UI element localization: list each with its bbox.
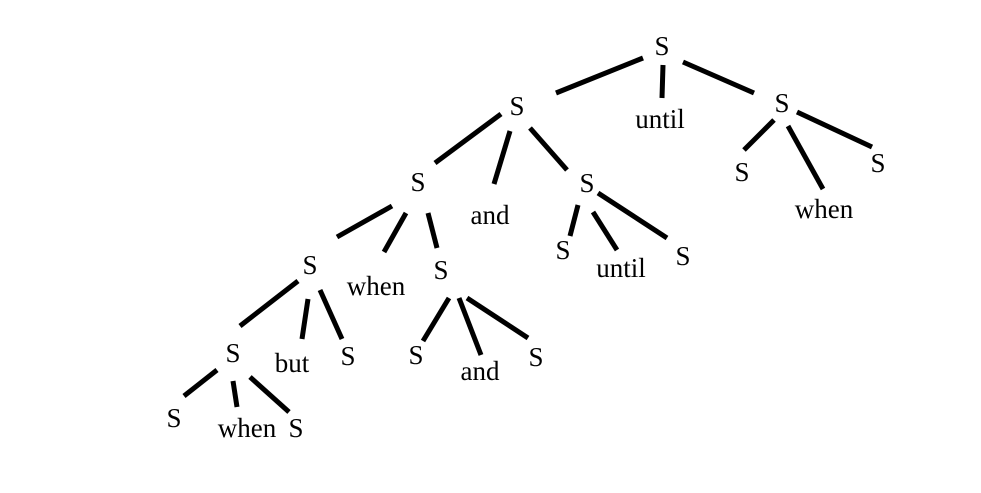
node-l4-left: S — [166, 403, 181, 433]
node-m3: S — [433, 255, 448, 285]
node-r1: S — [774, 88, 789, 118]
node-l4-right: S — [288, 413, 303, 443]
node-r1-left: S — [734, 157, 749, 187]
edge-root-until — [659, 64, 666, 99]
conj-r1: when — [795, 194, 854, 224]
edge-root-r1 — [681, 59, 756, 96]
edge-m3-right — [465, 295, 530, 341]
node-l3: S — [302, 250, 317, 280]
conj-l3: but — [275, 348, 310, 378]
edge-l1-and — [491, 130, 513, 185]
node-r1-right: S — [870, 148, 885, 178]
edge-l3-l4 — [238, 279, 300, 328]
node-m2: S — [579, 168, 594, 198]
node-l3-right: S — [340, 341, 355, 371]
edge-l1-m2 — [528, 126, 569, 172]
edge-l3-right — [317, 288, 345, 341]
edge-l4-right — [248, 375, 291, 414]
edge-m2-right — [596, 190, 669, 241]
conj-l1: and — [471, 200, 510, 230]
tree-labels: S until S S S when S and S S S until S w… — [166, 31, 885, 443]
conj-m2: until — [596, 253, 646, 283]
node-m3-left: S — [408, 340, 423, 370]
edge-l1-l2 — [433, 111, 503, 166]
edge-l2-when — [381, 211, 409, 254]
node-m3-right: S — [528, 342, 543, 372]
edge-r1-left — [742, 118, 776, 152]
node-root: S — [654, 31, 669, 61]
conj-m3: and — [461, 356, 500, 386]
conj-root: until — [635, 104, 685, 134]
node-l2: S — [410, 167, 425, 197]
edge-l3-but — [299, 298, 311, 340]
node-l4: S — [225, 338, 240, 368]
node-m2-left: S — [555, 235, 570, 265]
edge-l4-left — [182, 368, 219, 398]
node-l1: S — [509, 91, 524, 121]
edge-m2-left — [567, 204, 581, 237]
edge-m2-until — [590, 210, 620, 252]
edge-r1-right — [795, 109, 874, 150]
edge-m3-and — [456, 297, 484, 356]
conj-l2: when — [347, 271, 406, 301]
conj-l4: when — [218, 413, 277, 443]
edge-l2-l3 — [335, 203, 394, 240]
edge-root-l1 — [555, 55, 644, 96]
node-m2-right: S — [675, 241, 690, 271]
edge-l2-m3 — [425, 212, 440, 249]
edge-l4-when — [230, 380, 240, 408]
tree-edges — [182, 55, 874, 414]
edge-m3-left — [420, 296, 452, 343]
edge-r1-when — [785, 124, 826, 191]
